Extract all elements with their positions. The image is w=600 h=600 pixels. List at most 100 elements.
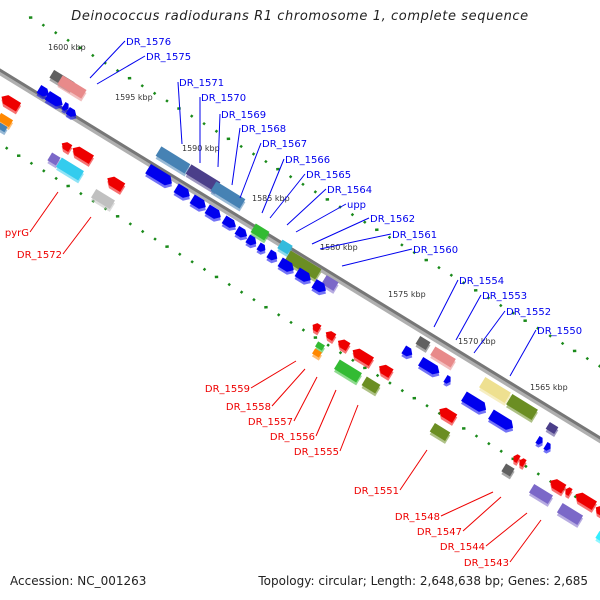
forward-gene-arrow[interactable] <box>220 215 239 234</box>
reverse-gene-arrow[interactable] <box>562 486 574 499</box>
forward-gene-arrow[interactable] <box>172 183 193 204</box>
forward-gene-label[interactable]: DR_1554 <box>433 276 504 328</box>
reverse-gene-label[interactable]: DR_1557 <box>248 376 318 428</box>
tick-mark <box>351 358 355 363</box>
reverse-gene-arrow[interactable] <box>572 490 599 513</box>
gene-block[interactable] <box>594 531 600 544</box>
forward-gene-arrow[interactable] <box>188 194 209 215</box>
gene-block[interactable] <box>320 275 340 294</box>
gene-block[interactable] <box>90 188 117 212</box>
reverse-gene-arrow[interactable] <box>435 405 458 426</box>
forward-gene-label[interactable]: DR_1552 <box>473 307 551 354</box>
forward-gene-label[interactable]: DR_1576 <box>89 37 171 79</box>
reverse-gene-label[interactable]: DR_1551 <box>354 449 428 497</box>
gene-block[interactable] <box>429 346 457 371</box>
forward-gene-arrow[interactable] <box>487 409 518 436</box>
gene-block[interactable] <box>528 483 555 507</box>
forward-gene-label[interactable]: DR_1565 <box>269 170 351 219</box>
reverse-gene-label[interactable]: DR_1558 <box>226 368 306 413</box>
reverse-gene-arrow[interactable] <box>592 504 600 520</box>
reverse-gene-label[interactable]: DR_1543 <box>464 519 542 569</box>
forward-gene-arrow[interactable] <box>255 242 269 256</box>
gene-block[interactable] <box>55 157 86 184</box>
reverse-gene-arrow[interactable] <box>69 144 96 167</box>
forward-gene-arrow[interactable] <box>144 163 176 191</box>
gene-block[interactable] <box>556 503 585 528</box>
gene-block[interactable] <box>184 164 221 195</box>
tick-mark <box>375 228 379 232</box>
forward-gene-label[interactable]: DR_1560 <box>341 245 458 267</box>
forward-gene-arrow[interactable] <box>203 204 224 225</box>
reverse-gene-arrow[interactable] <box>349 346 376 369</box>
forward-gene-label[interactable]: DR_1561 <box>319 230 437 250</box>
tick-mark <box>115 214 120 218</box>
gene-block[interactable] <box>478 377 512 406</box>
forward-gene-arrow[interactable] <box>43 91 66 112</box>
tick-mark <box>301 182 305 187</box>
reverse-gene-arrow[interactable] <box>103 174 126 195</box>
gene-block[interactable] <box>154 146 191 177</box>
reverse-gene-label[interactable]: DR_1555 <box>294 404 359 458</box>
forward-gene-arrow[interactable] <box>244 234 260 251</box>
forward-gene-arrow[interactable] <box>310 279 330 298</box>
forward-gene-arrow[interactable] <box>417 356 444 380</box>
gene-block[interactable] <box>283 250 323 283</box>
tick-mark <box>66 184 70 188</box>
forward-gene-arrow[interactable] <box>460 391 491 418</box>
forward-gene-label[interactable]: DR_1553 <box>455 291 527 341</box>
forward-gene-arrow[interactable] <box>442 375 454 388</box>
forward-gene-label[interactable]: DR_1566 <box>261 155 330 214</box>
reverse-gene-arrow[interactable] <box>546 477 567 497</box>
reverse-gene-label[interactable]: pyrG <box>5 191 59 239</box>
reverse-gene-arrow[interactable] <box>0 93 22 115</box>
gene-block[interactable] <box>428 423 451 444</box>
reverse-gene-arrow[interactable] <box>334 337 352 354</box>
forward-gene-arrow[interactable] <box>293 267 314 288</box>
reverse-gene-label[interactable]: DR_1572 <box>17 216 92 261</box>
reverse-gene-label[interactable]: DR_1547 <box>417 496 502 538</box>
gene-block[interactable] <box>333 359 364 386</box>
reverse-gene-arrow[interactable] <box>375 362 395 381</box>
forward-gene-arrow[interactable] <box>233 226 251 243</box>
reverse-gene-arrow[interactable] <box>516 457 528 470</box>
gene-block[interactable] <box>414 336 432 353</box>
reverse-gene-arrow[interactable] <box>510 453 522 466</box>
reverse-gene-label[interactable]: DR_1559 <box>205 360 297 395</box>
forward-gene-arrow[interactable] <box>60 102 72 115</box>
forward-gene-label[interactable]: DR_1571 <box>177 78 224 145</box>
reverse-gene-arrow[interactable] <box>309 321 323 336</box>
forward-gene-arrow[interactable] <box>400 345 416 362</box>
gene-block[interactable] <box>56 75 88 102</box>
gene-block[interactable] <box>0 112 14 130</box>
forward-gene-arrow[interactable] <box>534 436 546 449</box>
forward-gene-label[interactable]: DR_1550 <box>509 326 582 377</box>
forward-gene-label[interactable]: DR_1568 <box>231 124 286 186</box>
forward-gene-label[interactable]: DR_1567 <box>239 139 307 199</box>
reverse-gene-label[interactable]: DR_1548 <box>395 491 494 523</box>
gene-block[interactable] <box>505 394 539 423</box>
forward-gene-label[interactable]: DR_1564 <box>286 185 372 226</box>
gene-block[interactable] <box>276 239 294 258</box>
gene-block[interactable] <box>0 119 9 136</box>
forward-gene-arrow[interactable] <box>265 249 281 266</box>
forward-gene-label[interactable]: upp <box>295 200 366 233</box>
forward-gene-arrow[interactable] <box>542 442 554 455</box>
reverse-gene-label[interactable]: DR_1556 <box>270 389 337 443</box>
gene-block[interactable] <box>209 181 246 212</box>
forward-gene-label[interactable]: DR_1575 <box>96 52 191 85</box>
forward-gene-label[interactable]: DR_1562 <box>311 214 415 245</box>
gene-block[interactable] <box>544 421 559 437</box>
gene-block[interactable] <box>311 348 324 361</box>
gene-block[interactable] <box>500 463 516 480</box>
reverse-gene-arrow[interactable] <box>322 329 337 344</box>
gene-block[interactable] <box>314 341 327 354</box>
gene-block[interactable] <box>360 376 381 397</box>
forward-gene-arrow[interactable] <box>64 106 79 122</box>
reverse-gene-label[interactable]: DR_1544 <box>440 512 528 553</box>
forward-gene-arrow[interactable] <box>35 85 53 102</box>
reverse-gene-arrow[interactable] <box>58 140 73 155</box>
forward-gene-arrow[interactable] <box>276 257 297 278</box>
forward-gene-label[interactable]: DR_1570 <box>199 93 246 163</box>
forward-gene-label[interactable]: DR_1569 <box>217 110 266 168</box>
gene-block[interactable] <box>249 223 270 244</box>
